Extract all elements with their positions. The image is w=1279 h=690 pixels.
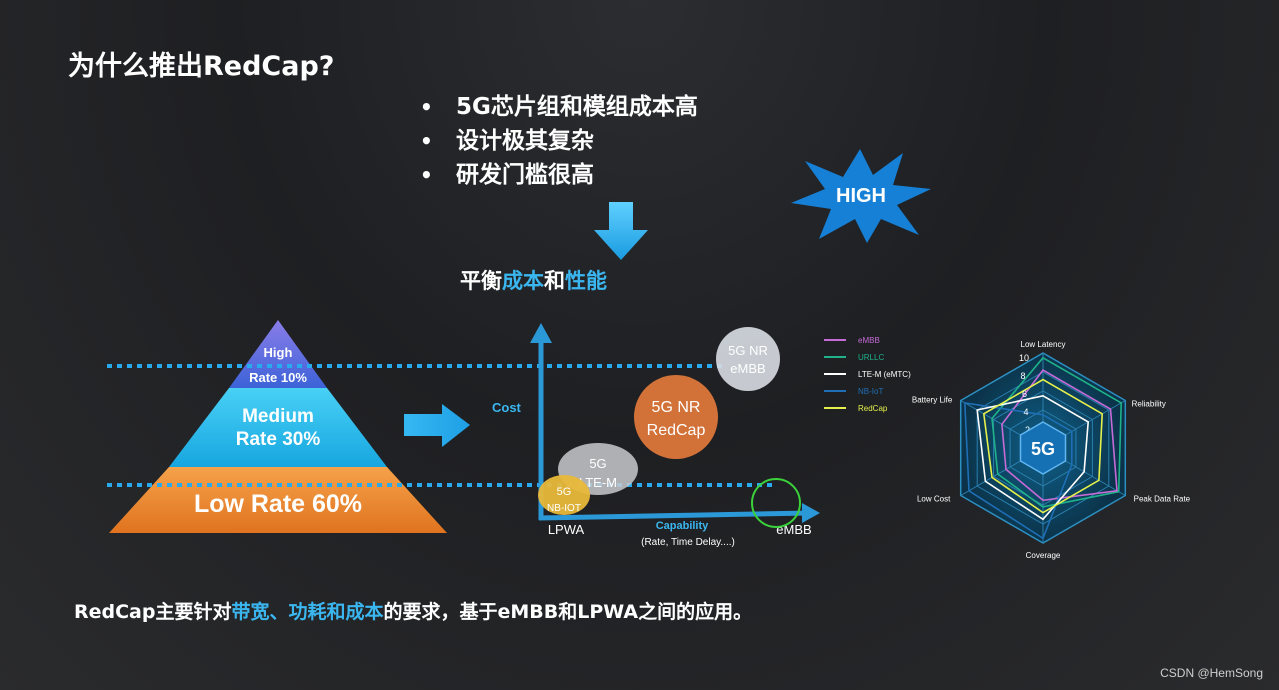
radar-axis-label: Battery Life bbox=[912, 396, 953, 405]
embb-label: eMBB bbox=[776, 522, 811, 537]
radar-axis-label: Low Cost bbox=[917, 495, 951, 504]
radar-axis-label: Reliability bbox=[1132, 400, 1166, 409]
balance-and: 和 bbox=[544, 269, 565, 293]
bubble-embb-line1: 5G NR bbox=[728, 343, 768, 358]
x-axis-arrow bbox=[802, 503, 820, 523]
right-arrow-icon bbox=[402, 402, 474, 450]
capability-axis-sub: (Rate, Time Delay....) bbox=[641, 537, 735, 548]
bubble-redcap-line2: RedCap bbox=[647, 422, 706, 439]
bubble-redcap bbox=[634, 375, 718, 459]
watermark: CSDN @HemSong bbox=[1160, 666, 1263, 680]
bubble-embb-line2: eMBB bbox=[730, 361, 765, 376]
embb-highlight-circle bbox=[752, 479, 800, 527]
pyramid-top-line1: High bbox=[264, 345, 293, 360]
bubble-ltem-line1: 5G bbox=[589, 456, 606, 471]
capability-chart: Cost Capability (Rate, Time Delay....) L… bbox=[480, 315, 825, 550]
legend-label: NB-IoT bbox=[858, 387, 883, 396]
high-burst-badge: HIGH bbox=[785, 145, 935, 245]
high-badge-text: HIGH bbox=[836, 185, 886, 207]
legend-label: eMBB bbox=[858, 336, 880, 345]
legend-label: RedCap bbox=[858, 404, 888, 413]
cost-axis-label: Cost bbox=[492, 400, 522, 415]
down-arrow-icon bbox=[592, 200, 650, 262]
summary-suffix: 的要求，基于eMBB和LPWA之间的应用。 bbox=[384, 601, 753, 623]
bullet-item: •5G芯片组和模组成本高 bbox=[420, 90, 698, 124]
5g-logo-text: 5G bbox=[1031, 439, 1055, 459]
y-axis-arrow bbox=[530, 323, 552, 343]
balance-performance: 性能 bbox=[565, 269, 607, 293]
radar-axis-label: Coverage bbox=[1026, 551, 1061, 560]
radar-tick-label: 10 bbox=[1019, 353, 1029, 363]
bullet-icon: • bbox=[420, 124, 456, 158]
balance-caption: 平衡成本和性能 bbox=[460, 265, 607, 295]
radar-tick-label: 8 bbox=[1021, 371, 1026, 381]
slide-title: 为什么推出RedCap? bbox=[68, 44, 334, 83]
bubble-nbiot-line1: 5G bbox=[557, 486, 572, 498]
bottom-summary: RedCap主要针对带宽、功耗和成本的要求，基于eMBB和LPWA之间的应用。 bbox=[74, 597, 752, 624]
radar-axis-label: Low Latency bbox=[1021, 340, 1066, 349]
bullet-text: 研发门槛很高 bbox=[456, 158, 594, 192]
bullet-list: •5G芯片组和模组成本高 •设计极其复杂 •研发门槛很高 bbox=[420, 90, 698, 192]
legend-label: URLLC bbox=[858, 353, 884, 362]
balance-cost: 成本 bbox=[502, 269, 544, 293]
bubble-nbiot-line2: NB-IOT bbox=[547, 503, 581, 514]
summary-prefix: RedCap主要针对 bbox=[74, 601, 231, 623]
lpwa-label: LPWA bbox=[548, 522, 585, 537]
bubble-embb bbox=[716, 327, 780, 391]
summary-highlight: 带宽、功耗和成本 bbox=[231, 601, 383, 623]
bullet-icon: • bbox=[420, 158, 456, 192]
radar-tick-label: 4 bbox=[1024, 407, 1029, 417]
bullet-text: 5G芯片组和模组成本高 bbox=[456, 90, 698, 124]
capability-axis-label: Capability bbox=[656, 520, 709, 532]
radar-tick-label: 6 bbox=[1022, 389, 1027, 399]
bullet-text: 设计极其复杂 bbox=[456, 124, 594, 158]
bullet-item: •研发门槛很高 bbox=[420, 158, 698, 192]
bubble-redcap-line1: 5G NR bbox=[652, 399, 701, 416]
bullet-item: •设计极其复杂 bbox=[420, 124, 698, 158]
radar-axis-label: Peak Data Rate bbox=[1134, 495, 1191, 504]
balance-prefix: 平衡 bbox=[460, 269, 502, 293]
bullet-icon: • bbox=[420, 90, 456, 124]
